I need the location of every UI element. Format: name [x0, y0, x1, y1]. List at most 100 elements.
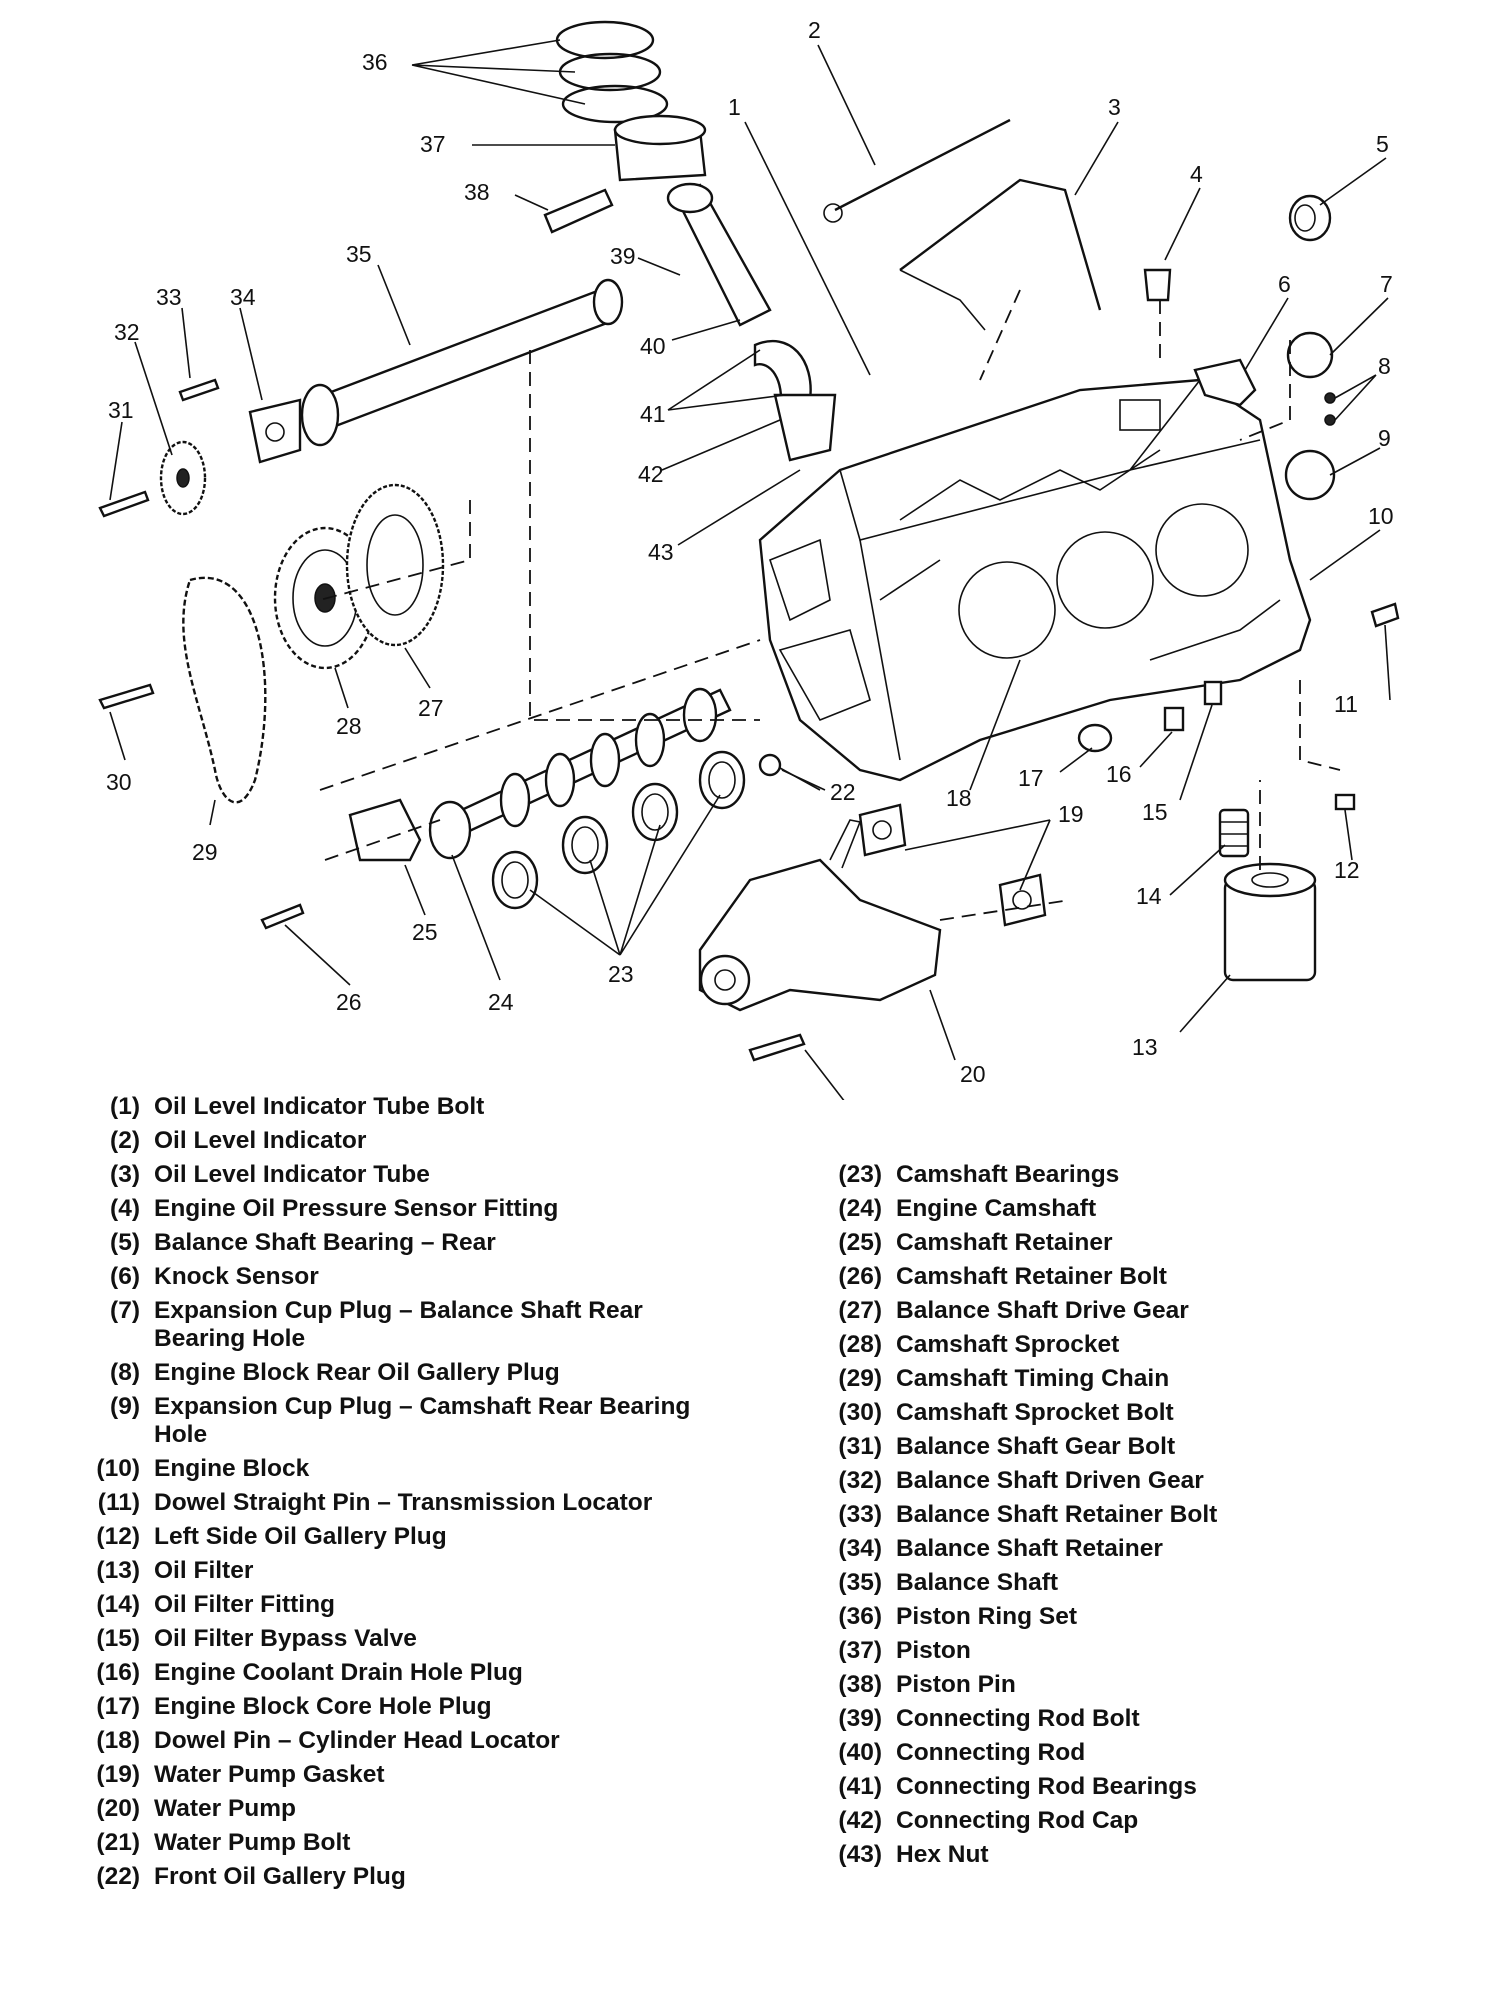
legend-entry: (1)Oil Level Indicator Tube Bolt [84, 1090, 724, 1124]
legend-entry-label: Water Pump [154, 1795, 297, 1822]
balance-shaft-retainer [248, 398, 302, 464]
legend-entry-label: Connecting Rod [896, 1739, 1086, 1766]
legend-entry-label: Engine Coolant Drain Hole Plug [154, 1659, 523, 1686]
legend-entry-number: (25) [838, 1229, 882, 1256]
legend-entry-label: Camshaft Retainer Bolt [896, 1263, 1167, 1290]
legend-entry-label: Oil Level Indicator [154, 1127, 367, 1154]
legend-entry: (27) Balance Shaft Drive Gear [820, 1294, 1480, 1328]
legend-entry-number: (15) [96, 1625, 140, 1652]
top-right-parts [1143, 194, 1400, 628]
legend-entry: (40)Connecting Rod [820, 1736, 1480, 1770]
legend-entry-number: (42) [838, 1807, 882, 1834]
legend-entry-label: Engine Block Rear Oil Gallery Plug [154, 1359, 560, 1386]
camshaft-bearings [491, 750, 746, 910]
callout-24: 24 [488, 989, 514, 1015]
legend-entry-label: Oil Level Indicator Tube Bolt [154, 1093, 485, 1120]
balance-shaft [300, 278, 624, 447]
legend-entry: (31)Balance Shaft Gear Bolt [820, 1430, 1480, 1464]
legend-entry: (20) Water Pump [84, 1792, 724, 1826]
legend-entry-label: Knock Sensor [154, 1263, 319, 1290]
legend-entry-number: (27) [838, 1297, 882, 1324]
callout-6: 6 [1278, 271, 1291, 297]
legend-entry-label: Balance Shaft Drive Gear [896, 1297, 1189, 1324]
legend-entry: (5)Balance Shaft Bearing – Rear [84, 1226, 724, 1260]
oil-level-indicator [823, 118, 1011, 223]
legend-entry-label: Camshaft Timing Chain [896, 1365, 1170, 1392]
callout-18: 18 [946, 785, 972, 811]
legend-entry-number: (39) [838, 1705, 882, 1732]
legend-entry-label: Expansion Cup Plug – Camshaft Rear Beari… [154, 1393, 691, 1448]
legend-entry-label: Dowel Straight Pin – Transmission Locato… [154, 1489, 653, 1516]
callout-16: 16 [1106, 761, 1132, 787]
legend-entry: (43) Hex Nut [820, 1838, 1480, 1872]
callout-9: 9 [1378, 425, 1391, 451]
legend-entry: (6) Knock Sensor [84, 1260, 724, 1294]
legend-entry-number: (10) [96, 1455, 140, 1482]
legend-entry-label: Oil Filter Bypass Valve [154, 1625, 417, 1652]
callout-12: 12 [1334, 857, 1360, 883]
water-pump [698, 819, 942, 1012]
legend-entry: (41)Connecting Rod Bearings [820, 1770, 1480, 1804]
legend-entry-number: (28) [838, 1331, 882, 1358]
callout-33: 33 [156, 284, 182, 310]
legend-entry-number: (35) [838, 1569, 882, 1596]
legend-entry: (32)Balance Shaft Driven Gear [820, 1464, 1480, 1498]
legend-entry-number: (20) [96, 1795, 140, 1822]
legend-entry: (10)Engine Block [84, 1452, 724, 1486]
legend-entry: (12)Left Side Oil Gallery Plug [84, 1520, 724, 1554]
callout-3: 3 [1108, 94, 1121, 120]
legend-entry-number: (43) [838, 1841, 882, 1868]
callout-42: 42 [638, 461, 664, 487]
legend-entry-label: Front Oil Gallery Plug [154, 1863, 406, 1890]
callout-27: 27 [418, 695, 444, 721]
callout-8: 8 [1378, 353, 1391, 379]
legend-entry: (21)Water Pump Bolt [84, 1826, 724, 1860]
oil-filter [1223, 862, 1317, 982]
callout-numbers: 1 2 3 4 5 6 7 8 9 10 11 12 13 14 15 16 1… [106, 17, 1394, 1087]
legend-entry: (24) Engine Camshaft [820, 1192, 1480, 1226]
small-plugs [758, 680, 1356, 811]
legend-entry-label: Oil Filter [154, 1557, 254, 1584]
exploded-engine-diagram: 1 2 3 4 5 6 7 8 9 10 11 12 13 14 15 16 1… [98, 17, 1400, 1100]
legend-entry-label: Camshaft Sprocket Bolt [896, 1399, 1174, 1426]
legend-entry-number: (23) [838, 1161, 882, 1188]
engine-camshaft [428, 687, 732, 860]
legend-entry-number: (4) [110, 1195, 140, 1222]
legend-entry-number: (32) [838, 1467, 882, 1494]
legend-entry-label: Balance Shaft Retainer Bolt [896, 1501, 1218, 1528]
callout-7: 7 [1380, 271, 1393, 297]
legend-entry-label: Hex Nut [896, 1841, 989, 1868]
legend-entry-number: (29) [838, 1365, 882, 1392]
legend-entry: (2)Oil Level Indicator [84, 1124, 724, 1158]
legend-entry-label: Dowel Pin – Cylinder Head Locator [154, 1727, 560, 1754]
callout-26: 26 [336, 989, 362, 1015]
legend-entry: (37)Piston [820, 1634, 1480, 1668]
legend-entry: (14)Oil Filter Fitting [84, 1588, 724, 1622]
legend-entry-number: (19) [96, 1761, 140, 1788]
legend-entry-label: Left Side Oil Gallery Plug [154, 1523, 447, 1550]
legend-entry-number: (31) [838, 1433, 882, 1460]
legend-entry-label: Expansion Cup Plug – Balance Shaft Rear … [154, 1297, 643, 1352]
legend-entry: (18)Dowel Pin – Cylinder Head Locator [84, 1724, 724, 1758]
legend-entry: (16) Engine Coolant Drain Hole Plug [84, 1656, 724, 1690]
callout-31: 31 [108, 397, 134, 423]
fasteners-left [98, 378, 305, 930]
legend-entry: (28)Camshaft Sprocket [820, 1328, 1480, 1362]
legend-entry-label: Balance Shaft Bearing – Rear [154, 1229, 496, 1256]
legend-entry-number: (16) [96, 1659, 140, 1686]
legend-entry-label: Engine Camshaft [896, 1195, 1097, 1222]
callout-17: 17 [1018, 765, 1044, 791]
callout-10: 10 [1368, 503, 1394, 529]
engine-block [758, 378, 1312, 782]
legend-entry-number: (6) [110, 1263, 140, 1290]
callout-34: 34 [230, 284, 256, 310]
legend-entry: (4)Engine Oil Pressure Sensor Fitting [84, 1192, 724, 1226]
legend-entry-number: (41) [838, 1773, 882, 1800]
legend-entry: (3)Oil Level Indicator Tube [84, 1158, 724, 1192]
callout-32: 32 [114, 319, 140, 345]
legend-entry-number: (36) [838, 1603, 882, 1630]
legend-entry: (15) Oil Filter Bypass Valve [84, 1622, 724, 1656]
legend-entry-number: (22) [96, 1863, 140, 1890]
legend-entry-label: Engine Block Core Hole Plug [154, 1693, 492, 1720]
legend-entry-number: (24) [838, 1195, 882, 1222]
